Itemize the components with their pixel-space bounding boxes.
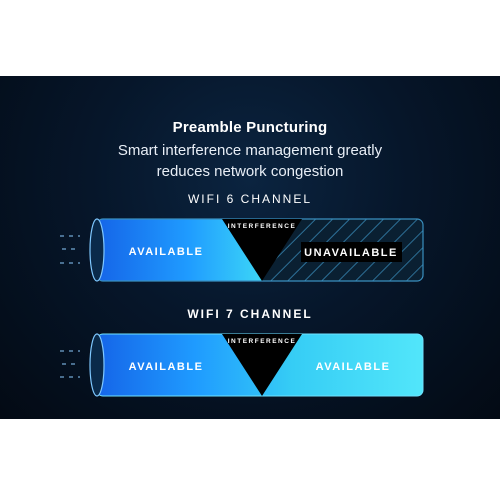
wifi7-channel-tube: INTERFERENCE AVAILABLE AVAILABLE	[89, 333, 424, 397]
subtitle-line-1: Smart interference management greatly	[117, 142, 383, 159]
wifi7-tube-opening	[89, 333, 105, 397]
wifi7-interference-label: INTERFERENCE	[228, 338, 297, 345]
wifi6-interference-wedge	[222, 219, 302, 281]
wifi6-tube-opening	[89, 218, 105, 282]
wifi6-interference-label: INTERFERENCE	[228, 223, 297, 230]
wifi6-available-label: AVAILABLE	[129, 246, 204, 258]
wifi6-unavailable-badge	[301, 242, 402, 262]
wifi6-channel-tube: INTERFERENCE AVAILABLE UNAVAILABLE	[89, 218, 424, 282]
diagram-panel: Preamble Puncturing Smart interference m…	[0, 76, 500, 419]
channel-diagram: INTERFERENCE AVAILABLE UNAVAILABLE INTER…	[60, 218, 424, 397]
wifi7-interference-wedge	[222, 334, 302, 396]
wifi6-channel-label: WIFI 6 CHANNEL	[187, 192, 312, 206]
wifi7-channel-label: WIFI 7 CHANNEL	[187, 307, 313, 321]
wifi7-left-available-label: AVAILABLE	[129, 361, 204, 373]
wifi7-right-available-label: AVAILABLE	[316, 361, 391, 373]
wifi6-unavailable-label: UNAVAILABLE	[304, 247, 398, 259]
diagram-title: Preamble Puncturing	[172, 119, 328, 136]
subtitle-line-2: reduces network congestion	[156, 163, 344, 180]
